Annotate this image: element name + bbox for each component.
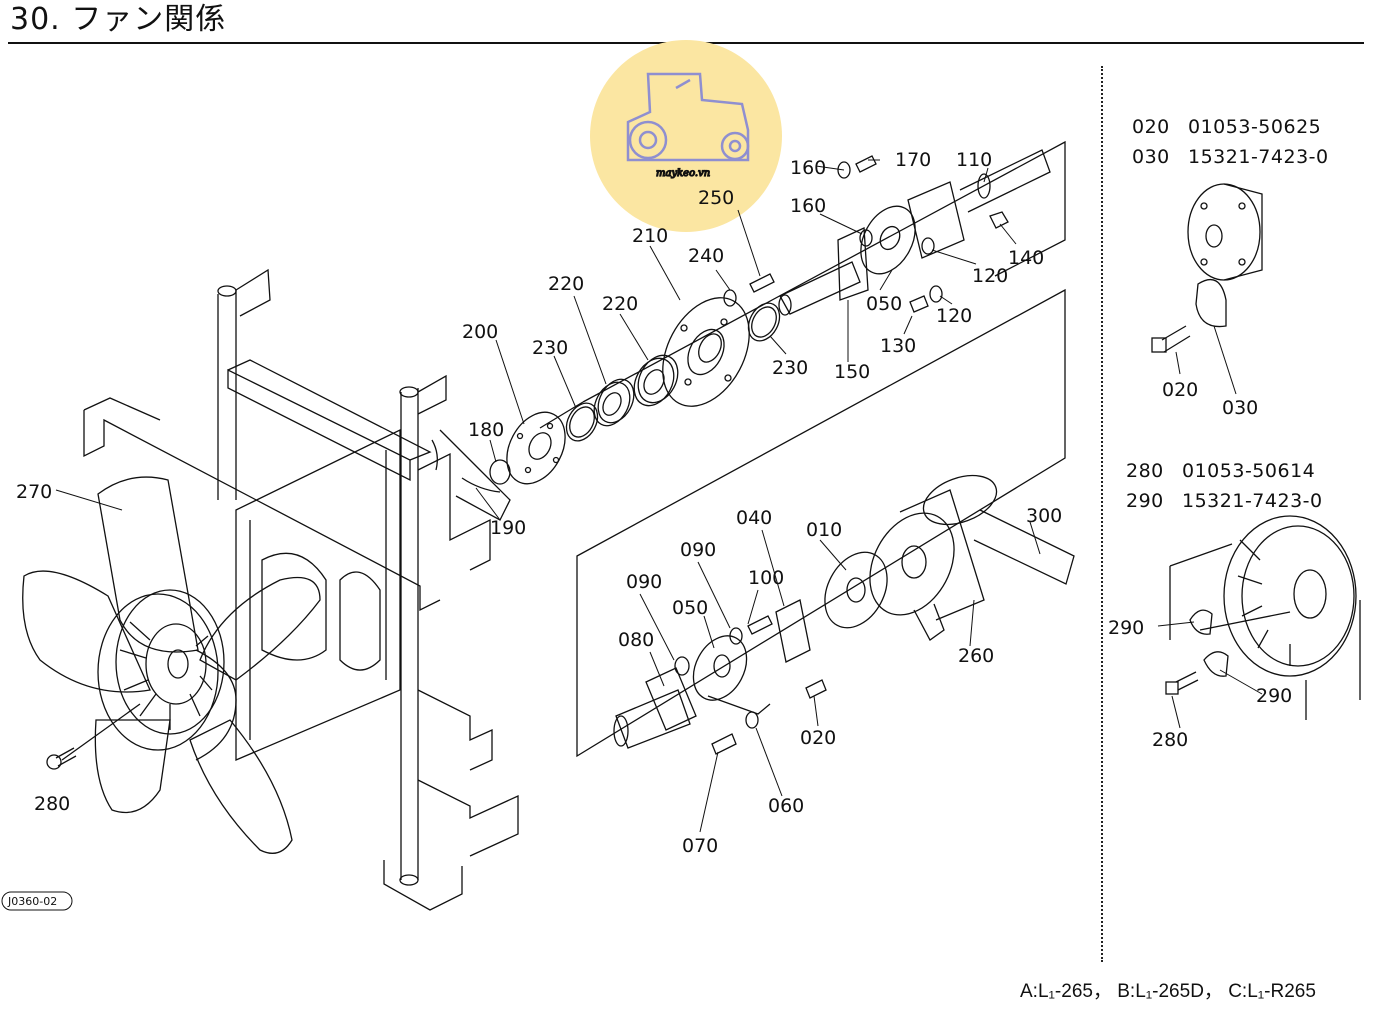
part-number: 15321-7423-0 bbox=[1182, 490, 1323, 512]
callout-060: 060 bbox=[768, 795, 804, 817]
callout-210: 210 bbox=[632, 225, 668, 247]
callout-290-lower: 290 bbox=[1256, 685, 1292, 707]
lower-frame bbox=[576, 288, 1066, 758]
callout-300: 300 bbox=[1026, 505, 1062, 527]
callout-160: 160 bbox=[790, 195, 826, 217]
leader-lines bbox=[55, 159, 1263, 833]
callout-090-left: 090 bbox=[626, 571, 662, 593]
callout-250: 250 bbox=[698, 187, 734, 209]
callout-070: 070 bbox=[682, 835, 718, 857]
model-footnote: A:L₁-265， B:L₁-265D， C:L₁-R265 bbox=[1020, 981, 1316, 1002]
part-number: 01053-50625 bbox=[1188, 116, 1322, 138]
callout-020-inset: 020 bbox=[1162, 379, 1198, 401]
callout-010: 010 bbox=[806, 519, 842, 541]
callout-170: 170 bbox=[895, 149, 931, 171]
callout-120-right: 120 bbox=[972, 265, 1008, 287]
radiator-frame bbox=[83, 268, 519, 911]
callout-090-right: 090 bbox=[680, 539, 716, 561]
callout-080: 080 bbox=[618, 629, 654, 651]
callout-150: 150 bbox=[834, 361, 870, 383]
ref-number: 020 bbox=[1132, 116, 1170, 138]
callout-290-upper: 290 bbox=[1108, 617, 1144, 639]
callout-230-right: 230 bbox=[772, 357, 808, 379]
callout-110: 110 bbox=[956, 149, 992, 171]
drawing-code: J0360-02 bbox=[7, 895, 57, 908]
callout-160-top: 160 bbox=[790, 157, 826, 179]
part-number: 15321-7423-0 bbox=[1188, 146, 1329, 168]
section-divider bbox=[1101, 66, 1103, 962]
ref-number: 280 bbox=[1126, 460, 1164, 482]
callout-200: 200 bbox=[462, 321, 498, 343]
part-number: 01053-50614 bbox=[1182, 460, 1316, 482]
callout-220-right: 220 bbox=[602, 293, 638, 315]
watermark-logo: maykeo.vn bbox=[590, 40, 782, 232]
callout-040: 040 bbox=[736, 507, 772, 529]
callout-190: 190 bbox=[490, 517, 526, 539]
callout-140: 140 bbox=[1008, 247, 1044, 269]
callout-020-lower: 020 bbox=[800, 727, 836, 749]
drawing-code-badge: J0360-02 bbox=[1, 891, 73, 911]
page-title: 30. ファン関係 bbox=[10, 2, 227, 37]
callout-280-inset: 280 bbox=[1152, 729, 1188, 751]
callout-050-lower: 050 bbox=[672, 597, 708, 619]
callout-180: 180 bbox=[468, 419, 504, 441]
callout-100: 100 bbox=[748, 567, 784, 589]
callout-230-left: 230 bbox=[532, 337, 568, 359]
callout-120-lower: 120 bbox=[936, 305, 972, 327]
watermark-text: maykeo.vn bbox=[656, 168, 710, 179]
callout-240: 240 bbox=[688, 245, 724, 267]
lower-parts bbox=[613, 474, 1075, 755]
callout-130: 130 bbox=[880, 335, 916, 357]
ref-number: 030 bbox=[1132, 146, 1170, 168]
callout-labels: 170 160 110 250 160 210 240 140 120 220 … bbox=[16, 149, 1292, 857]
callout-030-inset: 030 bbox=[1222, 397, 1258, 419]
ref-number: 290 bbox=[1126, 490, 1164, 512]
callout-220-left: 220 bbox=[548, 273, 584, 295]
callout-270: 270 bbox=[16, 481, 52, 503]
callout-280-left: 280 bbox=[34, 793, 70, 815]
inset-top-parts bbox=[1151, 183, 1263, 353]
inset-bottom-parts bbox=[1165, 515, 1361, 720]
upper-frame bbox=[582, 140, 1066, 403]
callout-050-upper: 050 bbox=[866, 293, 902, 315]
bolt-280-left bbox=[46, 703, 141, 770]
callout-260: 260 bbox=[958, 645, 994, 667]
cooling-fan bbox=[22, 476, 321, 854]
